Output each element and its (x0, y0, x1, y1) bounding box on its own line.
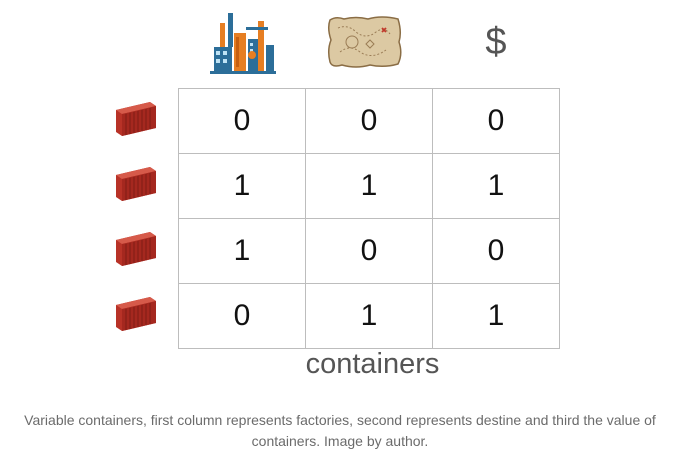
dollar-sign: $ (485, 20, 507, 63)
factory-icon (203, 8, 283, 76)
container-matrix: 0 0 0 1 1 1 1 0 0 0 1 1 (178, 88, 560, 349)
shipping-container-icon (116, 232, 156, 266)
matrix-cell: 1 (432, 153, 560, 219)
matrix-cell: 0 (305, 218, 433, 284)
shipping-container-icon (116, 102, 156, 136)
shipping-container-icon (116, 167, 156, 201)
matrix-cell: 0 (178, 283, 306, 349)
matrix-cell: 0 (305, 88, 433, 154)
matrix-cell: 1 (432, 283, 560, 349)
matrix-cell: 0 (432, 218, 560, 284)
matrix-cell: 1 (178, 218, 306, 284)
matrix-label: containers (305, 348, 440, 380)
matrix-cell: 1 (305, 283, 433, 349)
matrix-row: 0 0 0 (178, 88, 560, 154)
treasure-map-icon (325, 8, 405, 76)
matrix-cell: 1 (178, 153, 306, 219)
shipping-container-icon (116, 297, 156, 331)
matrix-cell: 0 (178, 88, 306, 154)
figure-caption: Variable containers, first column repres… (24, 412, 656, 449)
matrix-cell: 0 (432, 88, 560, 154)
matrix-row: 1 0 0 (178, 218, 560, 284)
matrix-row: 0 1 1 (178, 283, 560, 349)
matrix-cell: 1 (305, 153, 433, 219)
matrix-row: 1 1 1 (178, 153, 560, 219)
